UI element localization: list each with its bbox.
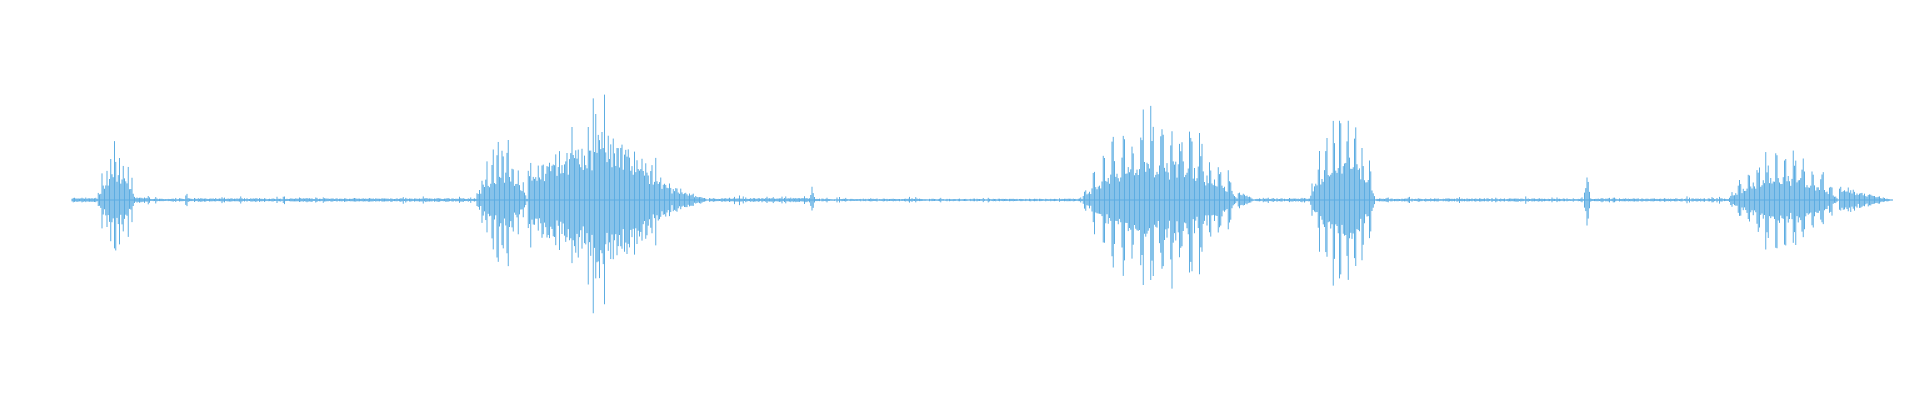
waveform-samples (71, 94, 1893, 314)
